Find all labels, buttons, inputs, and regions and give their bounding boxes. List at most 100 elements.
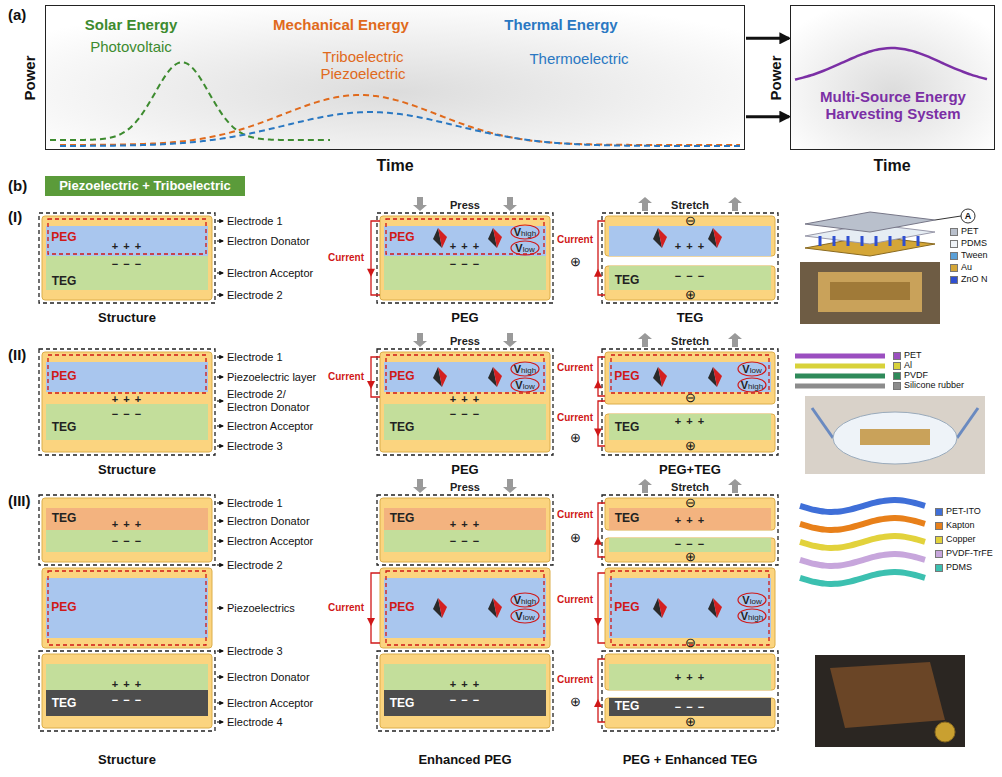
material-layer xyxy=(384,690,546,716)
power-curve xyxy=(50,62,330,140)
charge-signs: + + + xyxy=(112,678,142,691)
layer-name: Electrode 4 xyxy=(227,716,283,729)
electrode-layer xyxy=(380,216,550,300)
force-arrow xyxy=(638,333,652,347)
device-stack: PEG+ + +− − −TEGStructure xyxy=(36,332,218,480)
material-layer xyxy=(609,414,771,440)
dashed-outline xyxy=(386,219,544,254)
leader-arrow xyxy=(217,676,223,677)
polarity-symbol: ⊕ xyxy=(685,715,696,730)
action-label: Stretch xyxy=(671,335,709,348)
dashed-outline xyxy=(377,651,553,731)
material-layer xyxy=(46,226,208,256)
generator-label: PEG xyxy=(389,231,414,245)
device-strip xyxy=(860,429,930,445)
legend-swatch xyxy=(950,276,958,284)
row-numeral: (I) xyxy=(8,208,22,225)
charge-signs: + + + xyxy=(450,393,480,406)
force-arrow xyxy=(503,333,517,347)
device-stack: StretchCurrent⊕⊖+ + +− − −TEG⊕TEG xyxy=(558,196,782,330)
potential-oval xyxy=(738,378,766,392)
dashed-outline xyxy=(39,495,215,565)
electrode-layer xyxy=(380,498,550,562)
legend-text: ZnO N xyxy=(961,275,988,284)
charge-signs: + + + xyxy=(450,678,480,691)
generator-label: TEG xyxy=(390,512,415,526)
mask-strap xyxy=(957,408,978,438)
electrode-layer xyxy=(380,654,550,728)
plot-panel: Multi-Source Energy Harvesting System xyxy=(790,5,995,150)
leader-arrow xyxy=(217,376,223,377)
material-layer xyxy=(609,698,771,716)
dashed-outline xyxy=(386,355,544,393)
dipole-symbol xyxy=(438,228,447,248)
dipole-symbol xyxy=(658,228,667,248)
face-mask xyxy=(833,412,957,464)
legend-swatch xyxy=(935,550,943,558)
charge-signs: − − − xyxy=(675,538,705,551)
device-stack: PressPEGCurrentVhighVlow+ + +− − −PEG xyxy=(320,196,558,330)
dashed-outline xyxy=(48,571,206,645)
layer-name: Electron Acceptor xyxy=(227,697,313,710)
action-label: Press xyxy=(450,199,480,212)
charge-signs: + + + xyxy=(112,518,142,531)
material-layer xyxy=(609,508,771,530)
plot-ground xyxy=(790,5,995,150)
current-label: Current xyxy=(557,674,593,686)
energy-label: Triboelectric Piezoelectric xyxy=(308,48,418,83)
dashed-outline xyxy=(377,213,553,303)
layer-name: Electrode 2 xyxy=(227,559,283,572)
nanowire xyxy=(847,236,850,246)
potential-oval xyxy=(738,362,766,376)
material-layer xyxy=(46,690,208,716)
current-arrowhead xyxy=(594,537,602,545)
dashed-outline xyxy=(39,651,215,731)
wavy-layer xyxy=(800,572,925,584)
action-label: Stretch xyxy=(671,481,709,494)
potential-oval xyxy=(511,362,539,376)
potential-label: Vhigh xyxy=(514,226,536,239)
charge-signs: + + + xyxy=(450,518,480,531)
current-wire xyxy=(598,659,605,722)
electrode-layer xyxy=(605,654,775,690)
material-layer xyxy=(609,578,771,638)
legend-swatch xyxy=(935,522,943,530)
current-label: Current xyxy=(557,594,593,606)
device-photo xyxy=(815,655,965,747)
legend-swatch xyxy=(893,382,901,390)
nanowire xyxy=(833,236,836,246)
material-layer xyxy=(609,664,771,690)
potential-label: Vhigh xyxy=(514,363,536,376)
current-label: Current xyxy=(328,602,364,614)
legend-text: Copper xyxy=(946,535,976,544)
force-arrow xyxy=(728,479,742,493)
material-layer xyxy=(609,226,771,256)
current-wire xyxy=(598,401,605,446)
layer-name: Electron Acceptor xyxy=(227,420,313,433)
current-wire xyxy=(598,357,605,396)
axis-label: Time xyxy=(873,157,910,175)
wavy-layer xyxy=(800,500,925,512)
material-layer xyxy=(384,362,546,392)
leader-arrow xyxy=(217,425,223,426)
layer-name: Piezoelectric layer xyxy=(227,371,316,384)
generator-label: PEG xyxy=(614,370,639,384)
generator-label: TEG xyxy=(615,274,640,288)
generator-label: TEG xyxy=(390,421,415,435)
charge-signs: + + + xyxy=(675,415,705,428)
material-layer xyxy=(384,256,546,290)
dashed-outline xyxy=(611,571,769,645)
material-layer xyxy=(46,530,208,552)
nanowire xyxy=(917,236,920,246)
force-arrow xyxy=(413,333,427,347)
material-layer xyxy=(46,664,208,690)
potential-label: Vhigh xyxy=(741,379,763,392)
material-strip xyxy=(795,384,885,389)
leader-arrow xyxy=(217,400,223,401)
panel-caption: PEG xyxy=(451,463,478,478)
leader-arrow xyxy=(217,564,223,565)
energy-label: Mechanical Energy xyxy=(273,16,409,33)
nanowire xyxy=(875,236,878,246)
layer-name: Electrode 1 xyxy=(227,497,283,510)
force-arrow xyxy=(503,479,517,493)
